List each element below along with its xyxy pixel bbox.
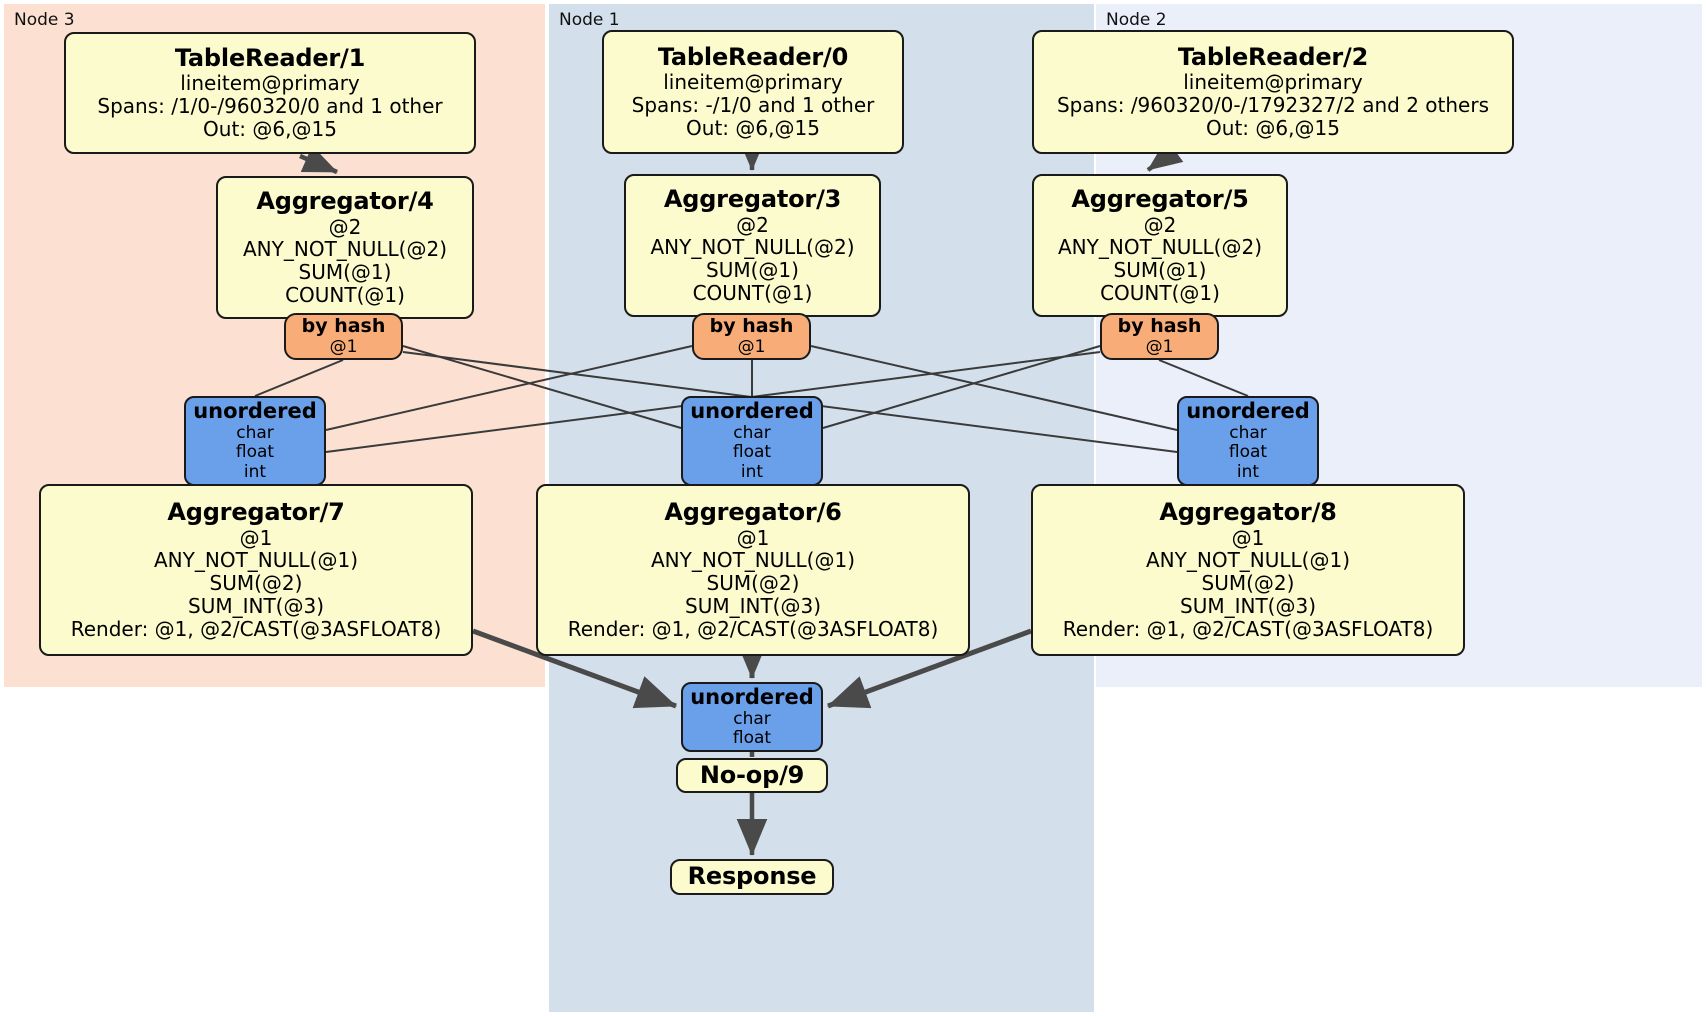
- router-by-hash-3[interactable]: by hash @1: [692, 313, 811, 360]
- aggregator-5-title: Aggregator/5: [1071, 185, 1249, 214]
- receiver-unordered-6-type-2: float: [732, 442, 772, 463]
- processor-tablereader-2[interactable]: TableReader/2 lineitem@primary Spans: /9…: [1032, 30, 1514, 154]
- receiver-unordered-8-type-1: char: [1229, 422, 1267, 443]
- aggregator-7-agg2: SUM(@2): [209, 571, 303, 596]
- aggregator-8-render: Render: @1, @2/CAST(@3ASFLOAT8): [1062, 616, 1434, 641]
- aggregator-7-agg3: SUM_INT(@3): [188, 594, 324, 619]
- tablereader-0-out: Out: @6,@15: [686, 116, 820, 141]
- aggregator-6-agg1: ANY_NOT_NULL(@1): [651, 548, 855, 573]
- receiver-unordered-final[interactable]: unordered char float: [681, 682, 823, 752]
- aggregator-7-group: @1: [239, 525, 273, 550]
- receiver-unordered-8-type-2: float: [1228, 442, 1268, 463]
- receiver-unordered-6[interactable]: unordered char float int: [681, 396, 823, 486]
- aggregator-4-agg3: COUNT(@1): [285, 282, 405, 307]
- aggregator-3-agg2: SUM(@1): [706, 258, 799, 283]
- node-region-label-node1: Node 1: [559, 10, 620, 30]
- aggregator-7-title: Aggregator/7: [167, 498, 345, 527]
- tablereader-0-spans: Spans: -/1/0 and 1 other: [631, 93, 875, 118]
- receiver-unordered-7[interactable]: unordered char float int: [184, 396, 326, 486]
- noop-9-title: No-op/9: [699, 760, 805, 789]
- receiver-unordered-7-title: unordered: [193, 398, 317, 423]
- processor-aggregator-3[interactable]: Aggregator/3 @2 ANY_NOT_NULL(@2) SUM(@1)…: [624, 174, 881, 317]
- aggregator-7-render: Render: @1, @2/CAST(@3ASFLOAT8): [70, 616, 442, 641]
- processor-noop-9[interactable]: No-op/9: [676, 758, 828, 793]
- receiver-unordered-final-type-1: char: [733, 708, 771, 729]
- aggregator-6-agg3: SUM_INT(@3): [685, 594, 821, 619]
- node-region-label-node3: Node 3: [14, 10, 75, 30]
- tablereader-0-title: TableReader/0: [657, 43, 849, 72]
- tablereader-2-out: Out: @6,@15: [1206, 116, 1340, 141]
- receiver-unordered-8-title: unordered: [1186, 398, 1310, 423]
- receiver-unordered-6-title: unordered: [690, 398, 814, 423]
- node-region-label-node2: Node 2: [1106, 10, 1167, 30]
- router-by-hash-4-column: @1: [329, 336, 358, 357]
- response-title: Response: [687, 862, 817, 891]
- router-by-hash-4-title: by hash: [301, 314, 386, 337]
- processor-response[interactable]: Response: [670, 859, 834, 895]
- tablereader-0-table: lineitem@primary: [663, 70, 843, 95]
- aggregator-3-group: @2: [736, 212, 769, 237]
- receiver-unordered-7-type-2: float: [235, 442, 275, 463]
- aggregator-5-group: @2: [1143, 212, 1177, 237]
- aggregator-8-title: Aggregator/8: [1159, 498, 1337, 527]
- tablereader-2-table: lineitem@primary: [1183, 70, 1363, 95]
- receiver-unordered-8-type-3: int: [1236, 461, 1260, 482]
- aggregator-8-agg3: SUM_INT(@3): [1180, 594, 1316, 619]
- receiver-unordered-final-title: unordered: [690, 684, 814, 709]
- processor-aggregator-4[interactable]: Aggregator/4 @2 ANY_NOT_NULL(@2) SUM(@1)…: [216, 176, 474, 319]
- aggregator-6-title: Aggregator/6: [664, 498, 842, 527]
- tablereader-2-spans: Spans: /960320/0-/1792327/2 and 2 others: [1056, 93, 1489, 118]
- aggregator-6-render: Render: @1, @2/CAST(@3ASFLOAT8): [567, 616, 939, 641]
- aggregator-7-agg1: ANY_NOT_NULL(@1): [154, 548, 358, 573]
- aggregator-6-group: @1: [736, 525, 770, 550]
- aggregator-5-agg2: SUM(@1): [1113, 258, 1207, 283]
- aggregator-4-agg2: SUM(@1): [298, 260, 392, 285]
- processor-aggregator-5[interactable]: Aggregator/5 @2 ANY_NOT_NULL(@2) SUM(@1)…: [1032, 174, 1288, 317]
- router-by-hash-3-column: @1: [737, 336, 766, 357]
- processor-tablereader-1[interactable]: TableReader/1 lineitem@primary Spans: /1…: [64, 32, 476, 154]
- tablereader-1-table: lineitem@primary: [180, 71, 360, 96]
- aggregator-3-agg3: COUNT(@1): [692, 280, 813, 305]
- aggregator-8-agg2: SUM(@2): [1201, 571, 1295, 596]
- aggregator-8-group: @1: [1231, 525, 1265, 550]
- aggregator-5-agg1: ANY_NOT_NULL(@2): [1058, 235, 1262, 260]
- aggregator-3-title: Aggregator/3: [663, 185, 842, 214]
- tablereader-1-out: Out: @6,@15: [203, 117, 337, 142]
- router-by-hash-5[interactable]: by hash @1: [1100, 313, 1219, 360]
- aggregator-5-agg3: COUNT(@1): [1100, 280, 1220, 305]
- aggregator-3-agg1: ANY_NOT_NULL(@2): [650, 235, 855, 260]
- processor-aggregator-6[interactable]: Aggregator/6 @1 ANY_NOT_NULL(@1) SUM(@2)…: [536, 484, 970, 656]
- receiver-unordered-8[interactable]: unordered char float int: [1177, 396, 1319, 486]
- aggregator-6-agg2: SUM(@2): [706, 571, 800, 596]
- router-by-hash-5-column: @1: [1145, 336, 1174, 357]
- receiver-unordered-6-type-3: int: [740, 461, 764, 482]
- processor-aggregator-7[interactable]: Aggregator/7 @1 ANY_NOT_NULL(@1) SUM(@2)…: [39, 484, 473, 656]
- router-by-hash-4[interactable]: by hash @1: [284, 313, 403, 360]
- router-by-hash-5-title: by hash: [1117, 314, 1202, 337]
- aggregator-4-agg1: ANY_NOT_NULL(@2): [243, 237, 447, 262]
- receiver-unordered-final-type-2: float: [732, 727, 772, 748]
- aggregator-4-title: Aggregator/4: [256, 187, 434, 216]
- router-by-hash-3-title: by hash: [709, 314, 794, 337]
- receiver-unordered-7-type-3: int: [243, 461, 267, 482]
- receiver-unordered-6-type-1: char: [733, 422, 771, 443]
- receiver-unordered-7-type-1: char: [236, 422, 274, 443]
- aggregator-8-agg1: ANY_NOT_NULL(@1): [1146, 548, 1350, 573]
- tablereader-1-title: TableReader/1: [174, 44, 366, 73]
- aggregator-4-group: @2: [328, 214, 362, 239]
- processor-aggregator-8[interactable]: Aggregator/8 @1 ANY_NOT_NULL(@1) SUM(@2)…: [1031, 484, 1465, 656]
- tablereader-1-spans: Spans: /1/0-/960320/0 and 1 other: [97, 94, 443, 119]
- tablereader-2-title: TableReader/2: [1177, 43, 1369, 72]
- processor-tablereader-0[interactable]: TableReader/0 lineitem@primary Spans: -/…: [602, 30, 904, 154]
